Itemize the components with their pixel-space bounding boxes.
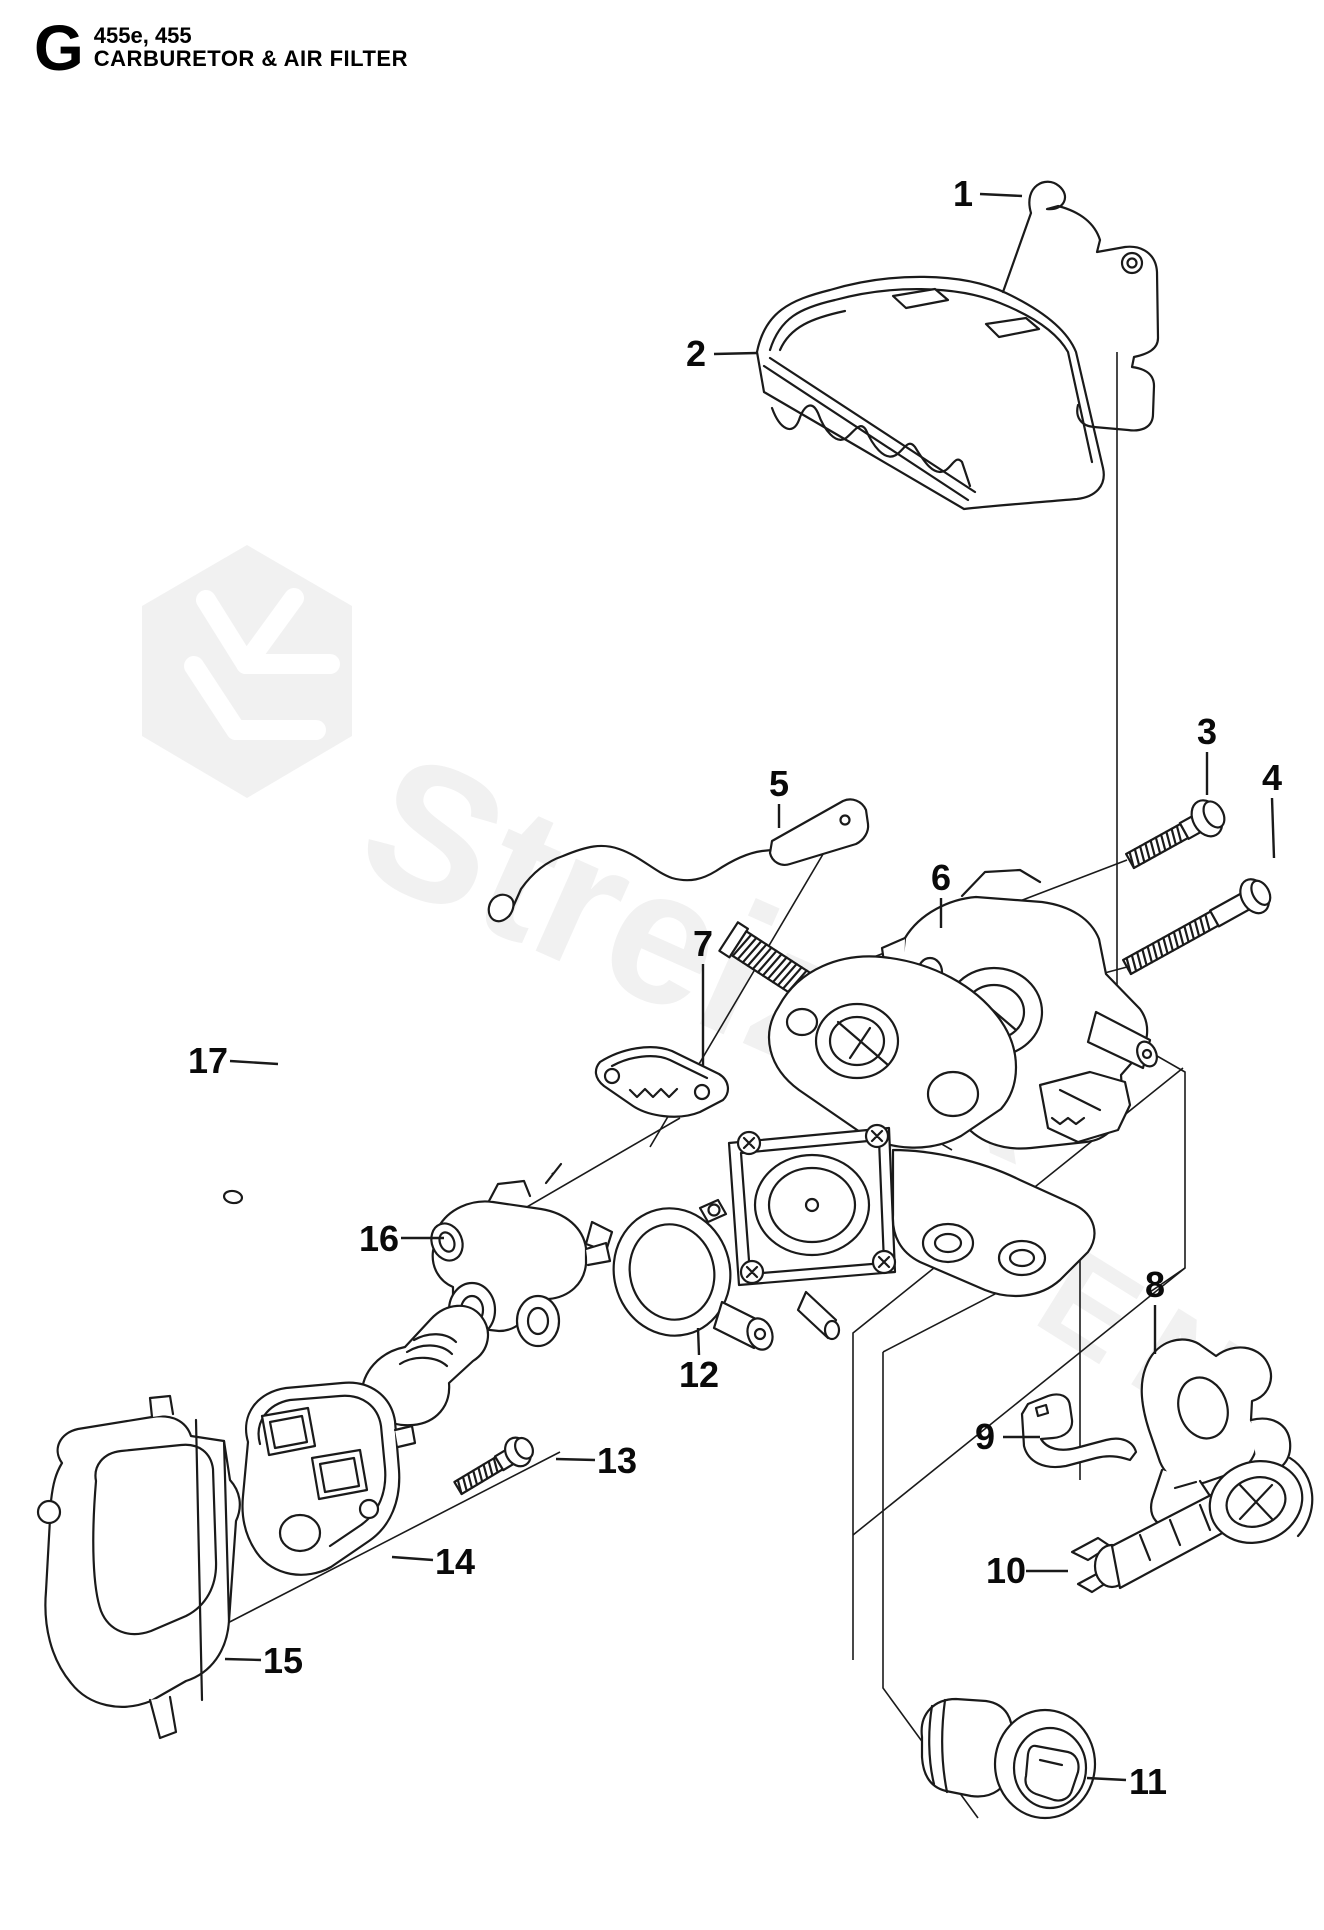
part-callout-13: 13 <box>596 1440 638 1481</box>
model-numbers: 455e, 455 <box>93 23 192 48</box>
part-leader-15 <box>224 1657 262 1662</box>
part-callout-9: 9 <box>974 1416 996 1457</box>
part-leader-4 <box>1270 797 1276 859</box>
part-2-drawing <box>755 251 1144 511</box>
part-13-drawing <box>453 1436 534 1496</box>
part-14-drawing <box>241 1381 417 1576</box>
part-callout-7: 7 <box>692 923 714 964</box>
part-15-drawing <box>36 1394 241 1740</box>
part-leader-12 <box>696 1327 701 1356</box>
part-leader-14 <box>391 1555 434 1562</box>
part-leader-1 <box>979 192 1023 198</box>
part-16-drawing <box>430 1179 612 1348</box>
callout-leader-lines <box>224 192 1276 1782</box>
part-callout-4: 4 <box>1261 757 1283 798</box>
part-8-drawing <box>1140 1338 1292 1529</box>
part-callout-17: 17 <box>187 1040 229 1081</box>
part-callout-16: 16 <box>358 1218 400 1259</box>
carburetor-body-drawing <box>718 921 1132 1341</box>
part-7-drawing <box>594 1046 729 1118</box>
page-title: CARBURETOR & AIR FILTER <box>93 46 408 72</box>
part-callout-12: 12 <box>678 1354 720 1395</box>
part-callout-1: 1 <box>952 173 974 214</box>
part-leader-13 <box>555 1457 596 1462</box>
part-callout-3: 3 <box>1196 711 1218 752</box>
part-callout-5: 5 <box>768 763 790 804</box>
part-callout-2: 2 <box>685 333 707 374</box>
part-9-drawing <box>1020 1393 1138 1469</box>
part-1-drawing <box>1001 180 1160 432</box>
part-5-drawing <box>487 798 870 923</box>
part-callout-6: 6 <box>930 857 952 898</box>
part-17-drawing <box>222 1036 563 1205</box>
part-10-drawing <box>1070 1456 1314 1594</box>
part-callout-15: 15 <box>262 1640 304 1681</box>
part-leader-17 <box>229 1059 279 1066</box>
part-11-drawing <box>920 1697 1097 1820</box>
header-text: 455e, 455 CARBURETOR & AIR FILTER <box>94 22 408 70</box>
part-callout-8: 8 <box>1144 1264 1166 1305</box>
section-letter: G <box>34 12 84 84</box>
part-4-drawing <box>1122 878 1272 976</box>
page-header: G 455e, 455 CARBURETOR & AIR FILTER <box>34 12 408 84</box>
part-3-drawing <box>1125 799 1226 870</box>
watermark-branch-icon <box>184 588 340 740</box>
part-callout-14: 14 <box>434 1541 476 1582</box>
part-leader-2 <box>713 351 758 356</box>
part-callout-11: 11 <box>1128 1761 1168 1802</box>
part-leader-11 <box>1086 1776 1127 1782</box>
part-callout-10: 10 <box>985 1550 1027 1591</box>
